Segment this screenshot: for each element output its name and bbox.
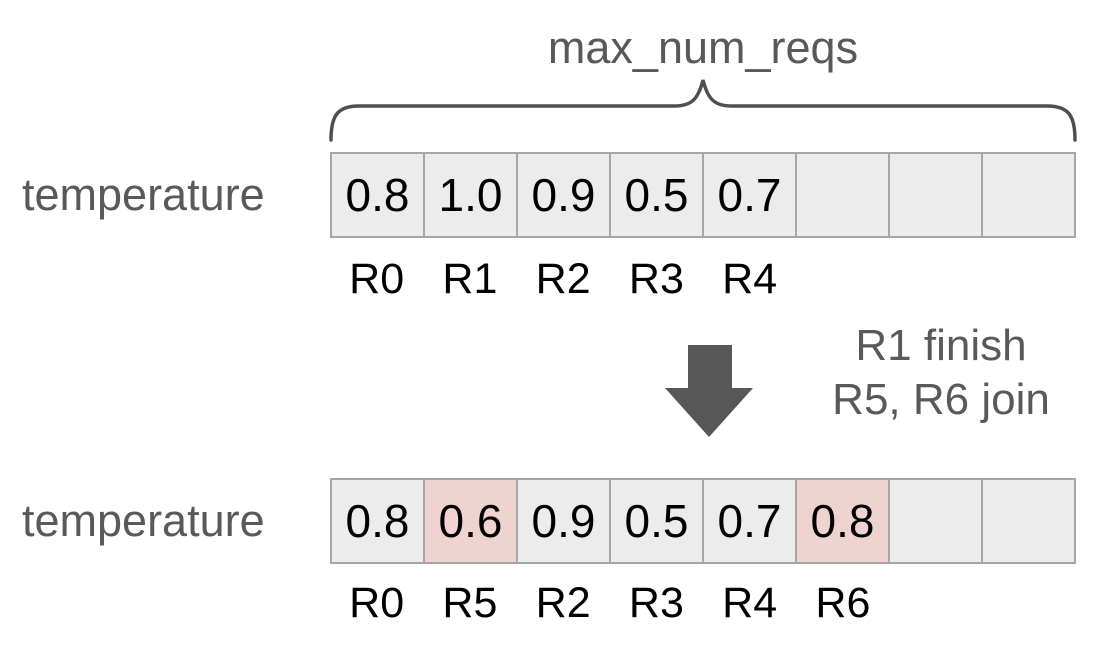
request-label: R2	[535, 255, 591, 303]
array-cell: 0.5	[611, 480, 704, 562]
request-label: R3	[628, 255, 684, 303]
array-cell: 0.8	[332, 480, 425, 562]
array-cell	[797, 154, 890, 236]
row2-request-labels: R0 R5 R2 R3 R4 R6	[330, 580, 1076, 630]
request-label: R0	[349, 579, 405, 627]
transition-note-line1: R1 finish	[855, 321, 1027, 370]
array-cell	[983, 480, 1074, 562]
request-label: R4	[722, 255, 778, 303]
array-cell	[890, 154, 983, 236]
request-label: R3	[628, 579, 684, 627]
array-cell: 0.7	[704, 154, 797, 236]
request-label: R6	[815, 579, 871, 627]
array-cell	[983, 154, 1074, 236]
request-label	[983, 580, 1076, 630]
down-arrow-icon	[665, 345, 753, 437]
max-num-reqs-label: max_num_reqs	[547, 22, 859, 73]
request-label: R2	[535, 579, 591, 627]
array-cell: 0.9	[518, 154, 611, 236]
request-label: R5	[442, 579, 498, 627]
request-label	[890, 580, 983, 630]
array-cell: 0.7	[704, 480, 797, 562]
request-label	[983, 256, 1076, 306]
request-label	[890, 256, 983, 306]
curly-brace	[329, 79, 1077, 142]
request-label	[796, 256, 889, 306]
transition-note-line2: R5, R6 join	[832, 375, 1050, 424]
curly-brace-path	[329, 79, 1077, 142]
down-arrow-shape	[665, 345, 753, 437]
request-label: R1	[442, 255, 498, 303]
array-cell: 0.9	[518, 480, 611, 562]
array-cell-highlighted: 0.6	[425, 480, 518, 562]
array-cell-highlighted: 0.8	[797, 480, 890, 562]
array-cell	[890, 480, 983, 562]
row1-temperature-label: temperature	[22, 169, 265, 220]
array-cell: 0.5	[611, 154, 704, 236]
request-label: R4	[722, 579, 778, 627]
request-label: R0	[349, 255, 405, 303]
transition-note: R1 finish R5, R6 join	[832, 319, 1050, 427]
row2-temperature-label: temperature	[22, 495, 265, 546]
row1-request-labels: R0 R1 R2 R3 R4	[330, 256, 1076, 306]
array-cell: 1.0	[425, 154, 518, 236]
array-cell: 0.8	[332, 154, 425, 236]
